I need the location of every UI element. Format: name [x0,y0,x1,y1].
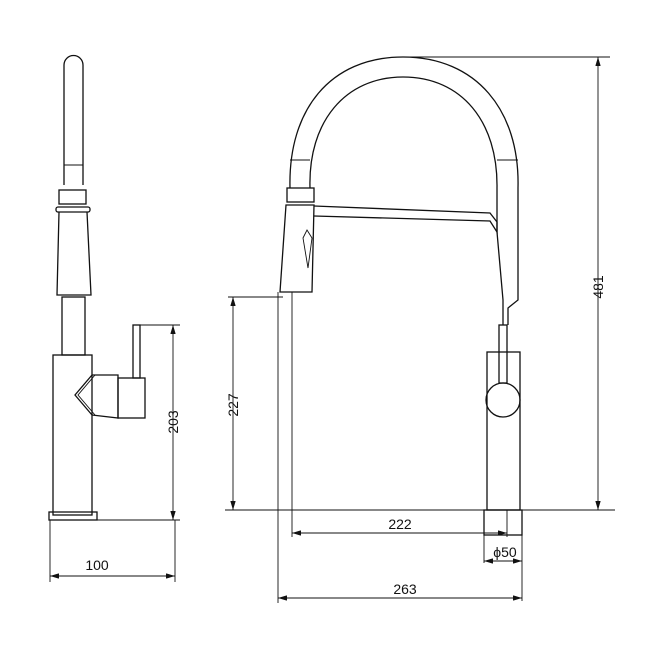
side-spout-tube [63,54,84,185]
side-body [52,354,93,516]
dim-263: 263 [393,581,417,597]
front-spray-head [279,204,315,293]
dim-481: 481 [590,275,606,299]
side-spray-head [56,211,92,296]
side-valve [74,374,93,416]
side-handle-block [117,377,146,419]
side-ring [55,206,91,213]
side-collar [58,189,87,205]
dim-203: 203 [165,410,181,434]
front-lever [498,324,508,384]
side-dimensions: 203 100 [49,324,181,582]
front-base [483,509,523,536]
spray-button [302,229,313,269]
side-view-faucet [48,54,146,521]
dim-227: 227 [225,393,241,417]
side-lever [132,324,141,379]
front-view-faucet [279,56,523,536]
dim-phi50: ϕ50 [493,544,517,560]
front-arch-outer [289,56,519,325]
front-bracket [313,205,498,235]
dim-100: 100 [85,557,109,573]
dim-222: 222 [388,516,412,532]
front-knob [485,382,521,418]
front-arch-inner [309,76,504,325]
front-dimensions: 481 227 222 ϕ50 263 [225,56,615,603]
front-body [486,351,521,511]
front-collar [286,187,315,203]
side-neck [61,296,86,356]
side-base [48,511,98,521]
